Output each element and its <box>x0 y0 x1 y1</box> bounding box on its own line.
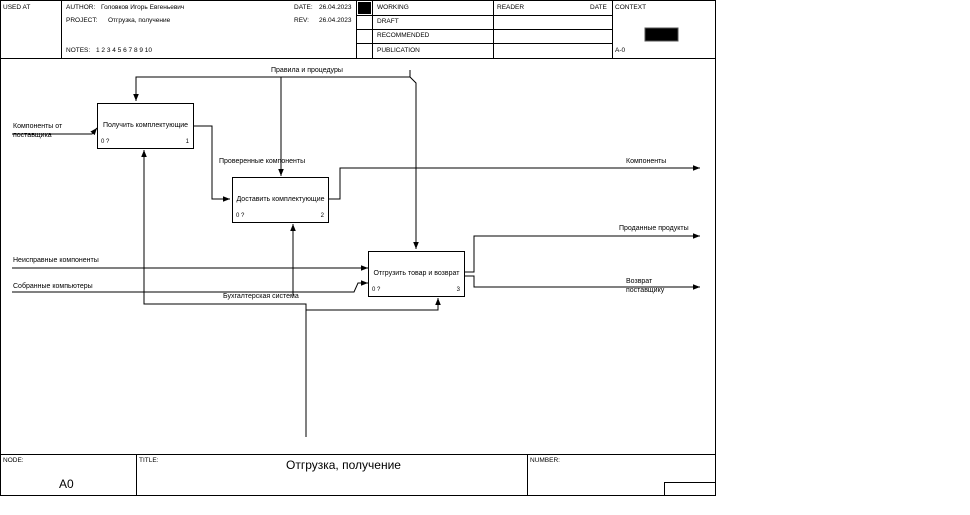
activity-number: 1 <box>185 139 189 145</box>
label-accounting-system: Бухгалтерская система <box>223 293 299 300</box>
arrow-accounting-to-box3 <box>306 298 441 311</box>
activity-box-2[interactable]: Доставить комплектующие 0 ? 2 <box>232 177 329 223</box>
used-at-label: USED AT <box>3 4 31 11</box>
diagram-title: Отгрузка, получение <box>286 458 401 472</box>
author-value: Головков Игорь Евгеньевич <box>101 4 185 11</box>
notes-value: 1 2 3 4 5 6 7 8 9 10 <box>96 47 153 54</box>
activity-cost: 0 ? <box>101 139 110 145</box>
arrow-components-out <box>328 165 700 200</box>
number-label: NUMBER: <box>530 457 560 464</box>
arrow-accounting-to-box1 <box>141 150 307 437</box>
arrow-rules-to-box3 <box>409 76 419 249</box>
activity-cost: 0 ? <box>372 287 381 293</box>
author-label: AUTHOR: <box>66 4 96 11</box>
project-value: Отгрузка, получение <box>108 17 171 24</box>
arrow-sold-products <box>464 233 700 273</box>
status-recommended: RECOMMENDED <box>377 32 430 39</box>
activity-title: Получить комплектующие <box>102 122 189 129</box>
activity-number: 2 <box>320 213 324 219</box>
node-label: NODE: <box>3 457 24 464</box>
footer-small-cell <box>664 482 716 496</box>
context-node-marker <box>644 27 679 42</box>
notes-label: NOTES: <box>66 47 91 54</box>
arrow-return-supplier <box>464 275 700 290</box>
activity-title: Доставить комплектующие <box>236 196 325 203</box>
context-node: A-0 <box>615 47 626 54</box>
rev-value: 26.04.2023 <box>319 17 352 24</box>
arrow-assembled-computers <box>12 280 368 293</box>
arrow-supplier-components <box>12 127 98 136</box>
status-working: WORKING <box>377 4 409 11</box>
arrow-rules-to-box1 <box>133 70 411 101</box>
activity-number: 3 <box>456 287 460 293</box>
rev-label: REV: <box>294 17 309 24</box>
activity-box-1[interactable]: Получить комплектующие 0 ? 1 <box>97 103 194 149</box>
label-supplier-components-2: поставщика <box>13 132 52 139</box>
status-draft: DRAFT <box>377 18 399 25</box>
context-label: CONTEXT <box>615 4 647 11</box>
node-value: A0 <box>59 477 74 491</box>
reader-label: READER <box>497 4 525 11</box>
status-publication: PUBLICATION <box>377 47 420 54</box>
date-label: DATE: <box>294 4 313 11</box>
arrow-checked-components <box>193 125 230 202</box>
label-components: Компоненты <box>626 158 667 165</box>
label-return-1: Возврат <box>626 278 653 285</box>
activity-title: Отгрузить товар и возврат <box>373 270 460 277</box>
activity-box-3[interactable]: Отгрузить товар и возврат 0 ? 3 <box>368 251 465 297</box>
sheet-frame <box>0 0 716 496</box>
label-faulty-components: Неисправные компоненты <box>13 257 99 264</box>
label-return-2: поставщику <box>626 287 665 294</box>
project-label: PROJECT: <box>66 17 98 24</box>
label-assembled-computers: Собранные компьютеры <box>13 283 93 290</box>
activity-cost: 0 ? <box>236 213 245 219</box>
label-sold-products: Проданные продукты <box>619 225 689 232</box>
title-label: TITLE: <box>139 457 159 464</box>
label-checked-components: Проверенные компоненты <box>219 158 306 165</box>
label-supplier-components-1: Компоненты от <box>13 123 63 130</box>
label-rules: Правила и процедуры <box>271 67 343 74</box>
reader-date-label: DATE <box>590 4 607 11</box>
date-value: 26.04.2023 <box>319 4 352 11</box>
working-status-marker <box>358 2 371 14</box>
